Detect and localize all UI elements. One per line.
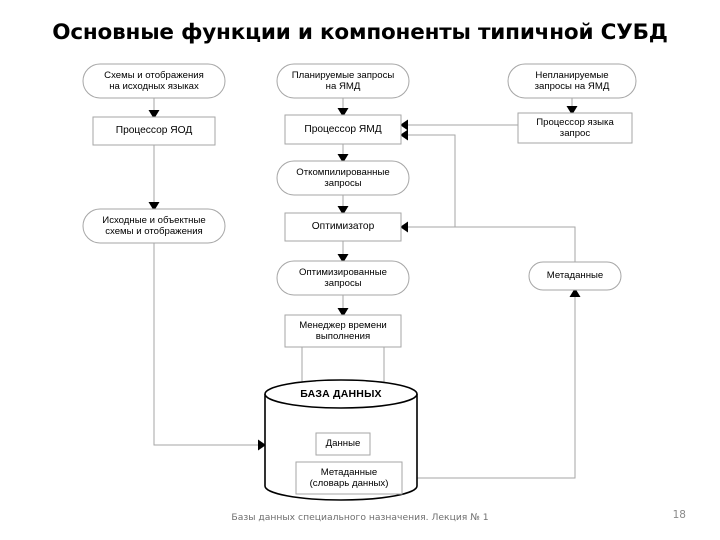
- arrowhead-optimized-to-runtime: [337, 308, 349, 317]
- page-number: 18: [672, 509, 686, 521]
- arrowhead-planned-to-dml: [337, 108, 349, 117]
- arrowhead-metadata-to-optimizer: [400, 221, 408, 233]
- edge-metadict-to-metadata: [402, 297, 576, 479]
- node-ddl-processor[interactable]: [92, 116, 216, 146]
- node-optimized-queries[interactable]: [276, 260, 410, 296]
- node-metadata[interactable]: [528, 261, 622, 291]
- footer-note: Базы данных специального назначения. Лек…: [231, 512, 489, 523]
- node-schemas-source[interactable]: [82, 63, 226, 99]
- edge-schemas2-to-database: [153, 243, 258, 446]
- node-dml-processor[interactable]: [284, 114, 402, 145]
- arrowhead-unplanned-to-qlp: [566, 106, 578, 115]
- node-data[interactable]: [315, 432, 371, 456]
- node-query-language-processor[interactable]: [517, 112, 633, 144]
- node-compiled-queries[interactable]: [276, 160, 410, 196]
- arrowhead-schemas2-to-database: [258, 439, 266, 451]
- edge-metadata-to-optimizer: [408, 226, 576, 262]
- node-planned-queries[interactable]: [276, 63, 410, 99]
- node-runtime-manager[interactable]: [284, 314, 402, 348]
- arrowhead-dml-to-compiled: [337, 154, 349, 163]
- node-unplanned-queries[interactable]: [507, 63, 637, 99]
- arrowhead-metadict-to-metadata: [569, 288, 581, 297]
- arrowhead-metadata-to-dml: [400, 129, 408, 141]
- page-title: Основные функции и компоненты типичной С…: [52, 20, 668, 45]
- arrowhead-optimizer-to-optimized: [337, 254, 349, 263]
- arrowhead-schemas-to-ddl: [148, 110, 160, 119]
- arrowhead-compiled-to-optimizer: [337, 206, 349, 215]
- node-source-object-schemas[interactable]: [82, 208, 226, 244]
- arrowhead-qlp-to-dml: [400, 119, 408, 131]
- arrowhead-ddl-to-schemas2: [148, 202, 160, 211]
- node-metadata-dictionary[interactable]: [295, 461, 403, 495]
- node-optimizer[interactable]: [284, 212, 402, 242]
- edge-metadata-to-dml: [408, 134, 456, 227]
